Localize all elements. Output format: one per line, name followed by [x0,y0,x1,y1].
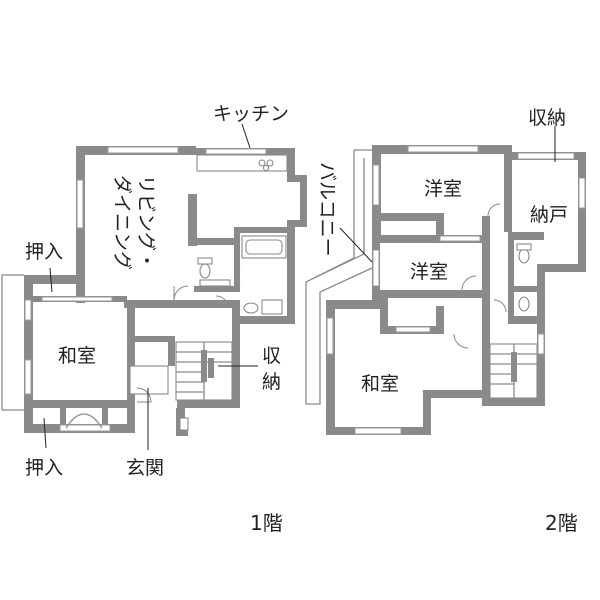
oshiire-top-label: 押入 [25,241,63,263]
washitsu-2f-label: 和室 [361,373,399,395]
floor2-stairs [489,343,538,399]
youshitsu-mid-label: 洋室 [410,261,448,283]
floor2-title: 2階 [545,511,578,535]
floor1-title: 1階 [250,511,283,535]
labels: キッチン リビング・ ダイニング 押入 和室 押入 収 納 玄関 1階 収納 洋… [25,103,578,535]
floor1-stairs [175,341,233,401]
kitchen-label: キッチン [213,103,289,125]
nando-label: 納戸 [530,204,568,226]
shuno-1f-label-line2: 納 [262,371,281,393]
living-dining-label-line2: ダイニング [111,175,133,270]
oshiire-bottom-label: 押入 [25,457,63,479]
living-dining-label-line1: リビング・ [135,175,157,270]
youshitsu-top-label: 洋室 [424,178,462,200]
genkan-label: 玄関 [126,457,164,479]
balcony-label: バルコニー [316,162,338,257]
washitsu-1f-label: 和室 [58,345,96,367]
floor2-plan [305,126,586,435]
floor1-plan [1,123,307,450]
shuno-2f-label: 収納 [528,107,566,129]
shuno-1f-label-line1: 収 [262,345,281,367]
